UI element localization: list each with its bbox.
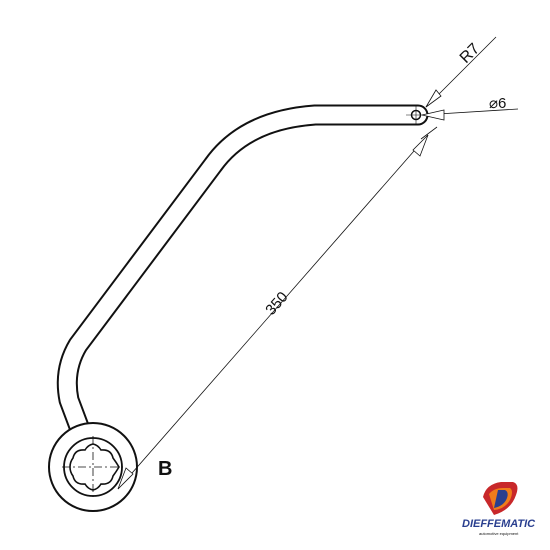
tool-handle — [56, 104, 429, 451]
radius-dimension: R7 — [425, 36, 497, 108]
diameter-dimension: ⌀6 — [421, 95, 519, 121]
length-label: 350 — [262, 289, 291, 319]
diameter-label: ⌀6 — [489, 95, 506, 112]
logo-emblem-icon — [483, 482, 518, 515]
tip-hole — [406, 105, 426, 125]
logo-tagline: automotive equipment — [479, 531, 519, 536]
logo-wordmark: DIEFFEMATIC — [462, 518, 536, 530]
radius-label: R7 — [457, 40, 484, 67]
brand-logo: DIEFFEMATIC automotive equipment — [462, 482, 536, 536]
section-label: B — [158, 458, 172, 480]
length-dimension: 350 — [117, 126, 438, 490]
spline-socket — [62, 436, 124, 498]
